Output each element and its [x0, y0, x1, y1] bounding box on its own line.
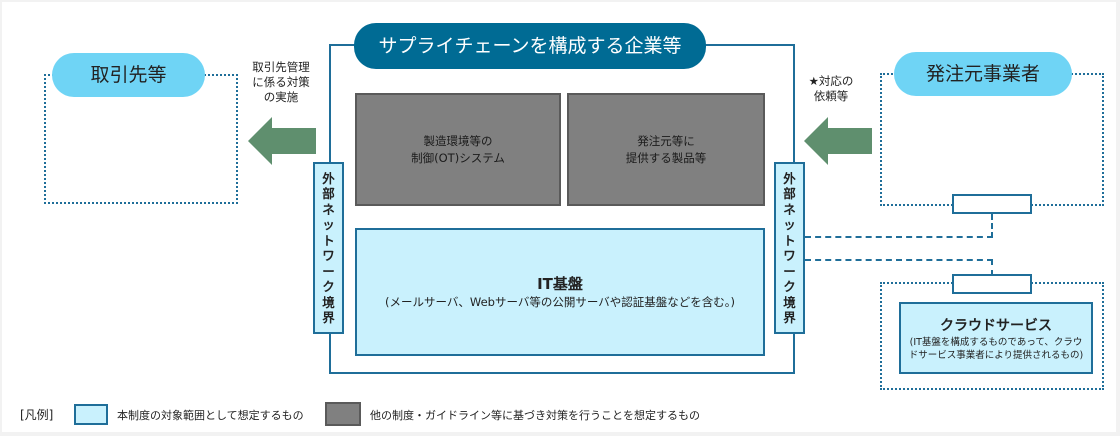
it-base-note: (メールサーバ、Webサーバ等の公開サーバや認証基盤などを含む。) — [385, 295, 735, 309]
it-base-title: IT基盤 — [537, 275, 583, 293]
legend-label-scope: 本制度の対象範囲として想定するもの — [117, 409, 304, 422]
left-network-boundary: 外 部 ネ ッ ト ワ ー ク 境 界 — [313, 162, 344, 334]
client-connector-port — [952, 194, 1032, 214]
legend-swatch-other — [325, 402, 361, 426]
left-arrow-icon — [248, 117, 316, 165]
right-to-left-arrow-icon — [804, 117, 872, 165]
boundary-to-client-dashed-line — [805, 236, 993, 238]
cloud-service-box: クラウドサービス (IT基盤を構成するものであって、クラウ ドサービス事業者によ… — [899, 302, 1093, 374]
legend-label-other: 他の制度・ガイドライン等に基づき対策を行うことを想定するもの — [370, 409, 700, 422]
cloud-service-title: クラウドサービス — [940, 318, 1052, 334]
supplier-label-text: 取引先等 — [90, 64, 167, 86]
client-arrow-note: ★対応の 依頼等 — [808, 74, 854, 103]
ot-system-box: 製造環境等の 制御(OT)システム — [355, 93, 561, 206]
cloud-service-note: (IT基盤を構成するものであって、クラウ ドサービス事業者により提供されるもの) — [908, 337, 1084, 361]
products-box: 発注元等に 提供する製品等 — [567, 93, 765, 206]
supplier-label: 取引先等 — [52, 53, 205, 97]
it-base-box: IT基盤 (メールサーバ、Webサーバ等の公開サーバや認証基盤などを含む。) — [355, 228, 765, 356]
boundary-to-cloud-dashed-line — [805, 259, 993, 261]
cloud-dashed-line — [991, 259, 993, 276]
cloud-connector-port — [952, 274, 1032, 294]
enterprise-title: サプライチェーンを構成する企業等 — [354, 23, 706, 69]
client-label: 発注元事業者 — [894, 52, 1072, 96]
right-network-boundary: 外 部 ネ ッ ト ワ ー ク 境 界 — [774, 162, 805, 334]
client-label-text: 発注元事業者 — [925, 63, 1040, 85]
legend-heading: [凡例] — [20, 408, 54, 422]
client-dashed-line — [991, 214, 993, 238]
legend-swatch-scope — [74, 404, 108, 425]
enterprise-title-text: サプライチェーンを構成する企業等 — [378, 35, 682, 57]
supplier-arrow-note: 取引先管理 に係る対策 の実施 — [252, 60, 310, 104]
